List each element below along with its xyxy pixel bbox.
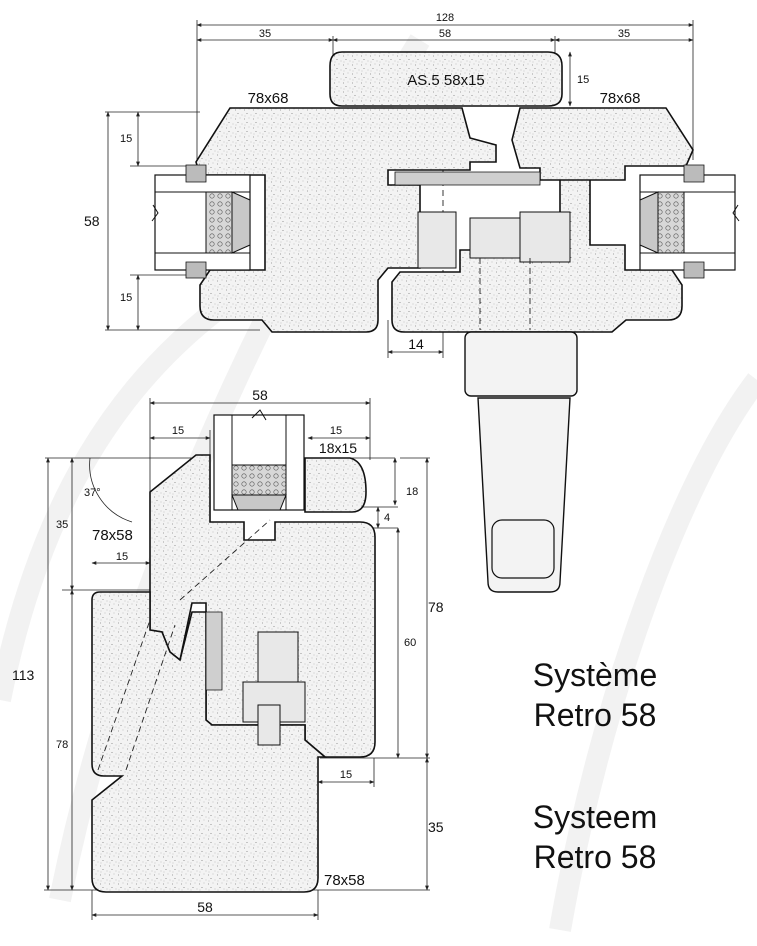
title-fr-line2: Retro 58 (533, 697, 657, 733)
bottom-frame-profile-label: 78x58 (324, 872, 365, 889)
dim-bead-width: 15 (330, 425, 342, 437)
bottom-glazing-bead (304, 457, 367, 513)
top-bead-label: AS.5 58x15 (407, 72, 485, 89)
dim-upper-height: 15 (120, 133, 132, 145)
dim-overall-height: 113 (12, 667, 35, 683)
dim-bottom-height: 35 (428, 819, 444, 835)
system-title-nl: Systeem Retro 58 (495, 797, 695, 877)
bottom-hardware (97, 519, 306, 771)
window-handle (464, 331, 578, 593)
dim-offset: 4 (384, 512, 390, 524)
dim-overall-width: 128 (436, 12, 454, 24)
dim-bead-size: 18x15 (319, 440, 357, 456)
system-title-fr: Système Retro 58 (495, 655, 695, 735)
top-hardware (394, 171, 571, 330)
dim-glass-height: 18 (406, 486, 418, 498)
top-left-profile-label: 78x68 (248, 90, 289, 107)
top-dimension-lines (105, 20, 694, 358)
dim-center-width: 58 (439, 28, 451, 40)
dim-lower-height: 15 (120, 292, 132, 304)
dim-right-width: 35 (618, 28, 630, 40)
dim-top-width: 58 (252, 387, 268, 403)
dim-rebate-width: 15 (172, 425, 184, 437)
dim-left-height: 78 (56, 739, 68, 751)
dim-frame-height: 78 (428, 599, 444, 615)
top-section: 128 35 58 35 15 15 58 15 14 AS.5 58x15 7… (84, 12, 740, 593)
dim-left-width: 35 (259, 28, 271, 40)
dim-gap-width: 14 (408, 336, 424, 352)
dim-bead-height: 15 (577, 74, 589, 86)
title-fr-line1: Système (532, 657, 658, 693)
bottom-frame-profile (91, 591, 328, 893)
dim-upper-height: 35 (56, 519, 68, 531)
bottom-section: 58 15 15 18x15 37° 35 18 4 15 78 60 113 … (12, 387, 444, 920)
dim-bottom-inset: 15 (340, 769, 352, 781)
title-nl-line2: Retro 58 (533, 839, 657, 875)
top-glazing-bead (329, 51, 563, 107)
dim-left-inset: 15 (116, 551, 128, 563)
top-right-glass-unit (639, 164, 740, 279)
dim-bottom-width: 58 (197, 899, 213, 915)
title-nl-line1: Systeem (532, 799, 658, 835)
top-right-profile-label: 78x68 (600, 90, 641, 107)
top-left-profile (195, 107, 497, 333)
dim-inner-height: 60 (404, 637, 416, 649)
bottom-sash-profile-label: 78x58 (92, 527, 133, 544)
top-left-glass-unit (151, 164, 251, 279)
dim-total-height: 58 (84, 213, 100, 229)
dim-angle: 37° (84, 487, 101, 499)
bottom-glass-unit (213, 409, 305, 511)
